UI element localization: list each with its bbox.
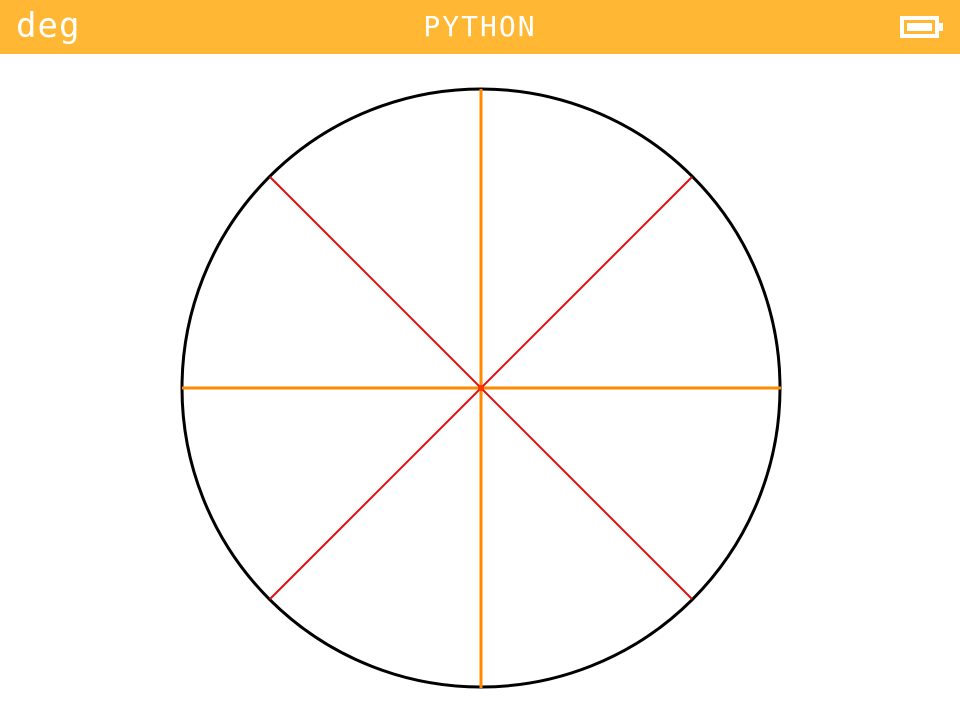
angle-mode-indicator: deg (16, 6, 81, 46)
drawing-canvas (180, 87, 782, 689)
status-bar: deg PYTHON (0, 0, 960, 54)
battery-full-icon (900, 16, 943, 38)
app-title: PYTHON (423, 10, 537, 43)
center-point (478, 385, 484, 391)
